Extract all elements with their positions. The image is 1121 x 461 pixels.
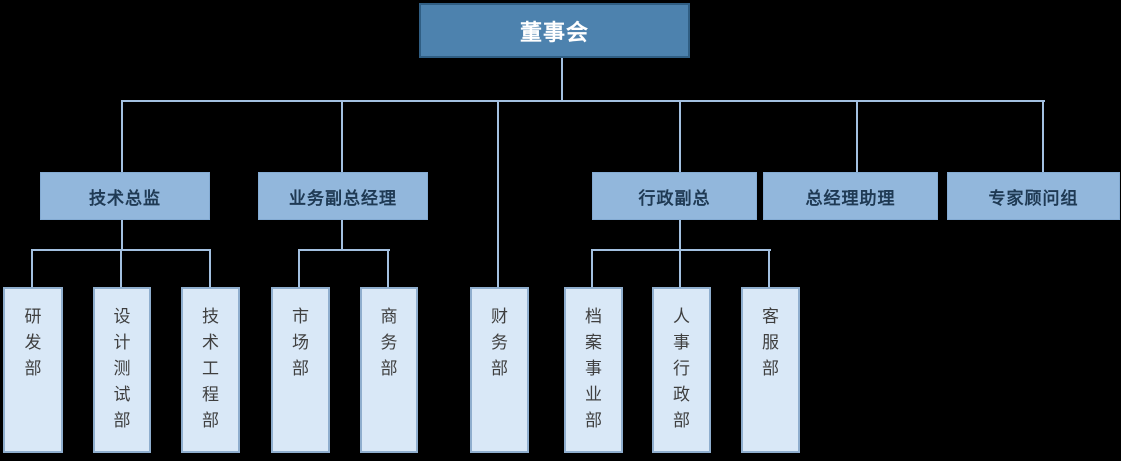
connector-stub-biz xyxy=(341,220,343,249)
org-node-dept-customer-service-label: 客服部 xyxy=(762,307,779,379)
org-node-business-vp-label: 业务副总经理 xyxy=(289,188,397,209)
org-node-dept-finance: 财务部 xyxy=(470,287,529,453)
org-node-dept-hr-admin: 人事行政部 xyxy=(652,287,711,453)
org-node-admin-vp: 行政副总 xyxy=(592,172,757,220)
connector-stub-tech xyxy=(121,220,123,249)
connector-drop-design xyxy=(120,249,122,287)
org-node-dept-design-test: 设计测试部 xyxy=(93,287,151,453)
org-node-dept-tech-engineering: 技术工程部 xyxy=(181,287,240,453)
connector-drop-biz xyxy=(341,100,343,172)
connector-drop-tech xyxy=(121,100,123,172)
org-node-dept-marketing-label: 市场部 xyxy=(292,307,309,379)
connector-drop-service xyxy=(768,249,770,287)
org-node-dept-archives: 档案事业部 xyxy=(564,287,623,453)
org-node-dept-commerce-label: 商务部 xyxy=(380,307,398,379)
connector-drop-archives xyxy=(591,249,593,287)
org-node-expert-group: 专家顾问组 xyxy=(947,172,1120,220)
org-node-dept-rd: 研发部 xyxy=(3,287,63,453)
org-node-tech-director-label: 技术总监 xyxy=(89,188,161,209)
connector-drop-admin xyxy=(679,100,681,172)
org-node-dept-archives-label: 档案事业部 xyxy=(585,307,602,431)
connector-drop-assist xyxy=(856,100,858,172)
org-node-dept-design-test-label: 设计测试部 xyxy=(113,307,131,431)
org-node-dept-finance-label: 财务部 xyxy=(491,307,508,379)
org-node-gm-assistant-label: 总经理助理 xyxy=(805,188,896,209)
org-node-dept-hr-admin-label: 人事行政部 xyxy=(673,307,690,431)
org-node-dept-rd-label: 研发部 xyxy=(24,307,42,379)
org-node-expert-group-label: 专家顾问组 xyxy=(988,188,1079,209)
connector-drop-rd xyxy=(31,249,33,287)
connector-rail-biz xyxy=(299,249,390,251)
connector-drop-commerce xyxy=(387,249,389,287)
connector-stub-admin xyxy=(679,220,681,249)
connector-rail-admin xyxy=(592,249,771,251)
connector-top-rail xyxy=(122,100,1045,102)
org-node-board-label: 董事会 xyxy=(519,20,589,46)
connector-drop-finance xyxy=(497,100,499,287)
org-node-dept-customer-service: 客服部 xyxy=(741,287,800,453)
org-node-tech-director: 技术总监 xyxy=(40,172,210,220)
connector-drop-engineering xyxy=(209,249,211,287)
connector-drop-expert xyxy=(1042,100,1044,172)
org-node-gm-assistant: 总经理助理 xyxy=(763,172,938,220)
org-node-board: 董事会 xyxy=(419,3,690,58)
org-node-business-vp: 业务副总经理 xyxy=(258,172,428,220)
connector-drop-marketing xyxy=(298,249,300,287)
connector-root-vertical xyxy=(561,58,563,101)
org-node-admin-vp-label: 行政副总 xyxy=(638,188,711,209)
org-node-dept-commerce: 商务部 xyxy=(360,287,418,453)
org-node-dept-marketing: 市场部 xyxy=(271,287,330,453)
connector-drop-hr xyxy=(679,249,681,287)
org-node-dept-tech-engineering-label: 技术工程部 xyxy=(202,307,219,431)
